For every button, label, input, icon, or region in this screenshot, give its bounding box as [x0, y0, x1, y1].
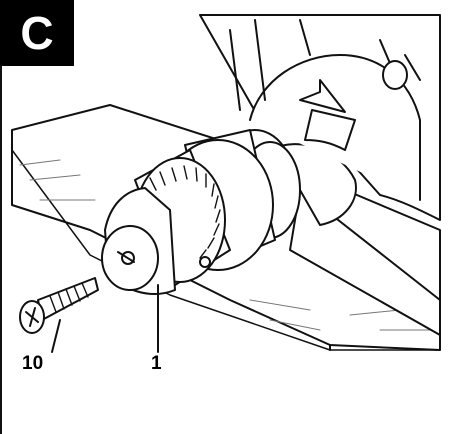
- rotation-arrow-icon: [299, 79, 356, 151]
- callout-screw-label: 10: [22, 353, 44, 374]
- screw: [19, 277, 99, 334]
- leader-line-10: [51, 319, 61, 353]
- panel-label: C: [0, 0, 74, 66]
- callout-chuck-label: 1: [151, 353, 162, 374]
- drill-chuck: [101, 129, 301, 295]
